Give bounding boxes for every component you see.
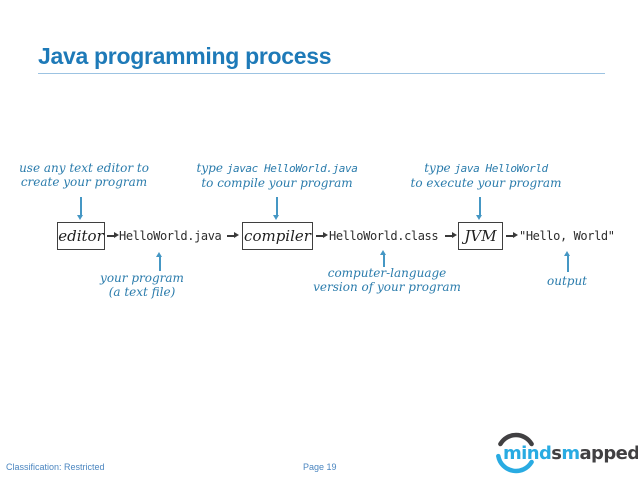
annotation-line: create your program (20, 175, 148, 189)
title-underline (38, 73, 605, 74)
logo-circle-blue-arc (496, 453, 534, 474)
logo-circle-dark-arc (498, 432, 534, 447)
editor-box: editor (57, 222, 105, 250)
compiler-box: compiler (242, 222, 313, 250)
annotation-compile-program: type javac HelloWorld.java to compile yo… (186, 161, 368, 190)
mindsmapped-logo: mindsmapped (496, 432, 638, 474)
arrow-right-icon (506, 233, 518, 238)
page-title: Java programming process (38, 43, 332, 69)
class-file-label: HelloWorld.class (329, 229, 439, 243)
arrow-right-icon (227, 233, 239, 238)
annotation-line: type javac HelloWorld.java (196, 161, 358, 175)
annotation-execute-program: type java HelloWorld to execute your pro… (396, 161, 576, 190)
annotation-computer-language: computer-language version of your progra… (297, 266, 477, 294)
jvm-box: JVM (458, 222, 503, 250)
arrow-down-icon (77, 197, 83, 220)
output-text-label: "Hello, World" (519, 229, 615, 243)
arrow-right-icon (107, 233, 119, 238)
command-text: javac HelloWorld.java (226, 162, 358, 175)
annotation-output: output (515, 274, 619, 288)
annotation-line: output (546, 274, 587, 288)
annotation-line: your program (100, 271, 184, 285)
annotation-create-program: use any text editor to create your progr… (14, 161, 154, 189)
arrow-right-icon (445, 233, 457, 238)
command-text: java HelloWorld (454, 162, 548, 175)
arrow-up-icon (564, 251, 570, 272)
annotation-line: use any text editor to (19, 161, 149, 175)
annotation-line: to execute your program (410, 176, 562, 190)
arrow-down-icon (476, 197, 482, 220)
logo-wordmark: mindsmapped (503, 443, 638, 464)
annotation-line: computer-language (327, 266, 447, 280)
arrow-down-icon (273, 197, 279, 220)
annotation-line: version of your program (313, 280, 461, 294)
annotation-line: to compile your program (201, 176, 353, 190)
arrow-right-icon (316, 233, 328, 238)
source-file-label: HelloWorld.java (119, 229, 222, 243)
annotation-line: type java HelloWorld (424, 161, 548, 175)
annotation-line: (a text file) (108, 285, 176, 299)
arrow-up-icon (156, 252, 162, 271)
arrow-up-icon (380, 250, 386, 267)
annotation-text-file: your program (a text file) (72, 271, 212, 299)
page-number: Page 19 (303, 462, 337, 472)
classification-label: Classification: Restricted (6, 462, 105, 472)
